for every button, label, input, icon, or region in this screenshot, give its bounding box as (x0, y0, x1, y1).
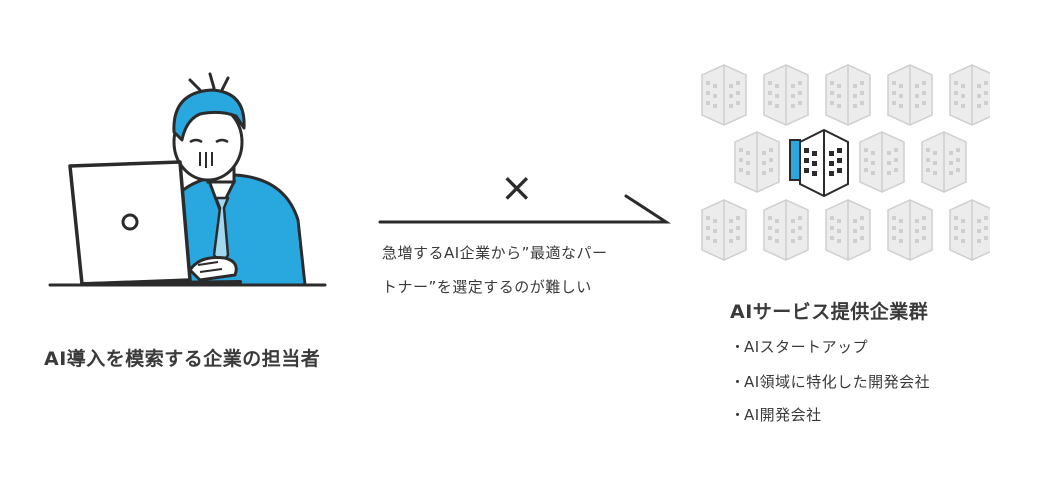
list-item: ・AIスタートアップ (730, 336, 868, 357)
bullet-marker: ・ (730, 406, 746, 424)
highlighted-building-icon (789, 128, 849, 198)
bullet-marker: ・ (730, 338, 746, 356)
bullet-text: AI領域に特化した開発会社 (744, 373, 931, 391)
company-group-title: AIサービス提供企業群 (730, 301, 929, 323)
arrow-note-line1: 急増するAI企業から”最適なパー (382, 244, 608, 262)
worried-person-illustration (48, 72, 327, 287)
buildings-illustration (701, 64, 990, 261)
list-item: ・AI領域に特化した開発会社 (730, 371, 930, 392)
arrow-note-line2: トナー”を選定するのが難しい (382, 278, 592, 296)
list-item: ・AI開発会社 (730, 404, 822, 425)
right-arrow-icon (378, 194, 672, 224)
bullet-text: AIスタートアップ (744, 338, 869, 356)
cross-icon: × (500, 165, 534, 211)
bullet-marker: ・ (730, 373, 746, 391)
bullet-text: AI開発会社 (744, 406, 822, 424)
person-caption: AI導入を模索する企業の担当者 (44, 348, 321, 370)
